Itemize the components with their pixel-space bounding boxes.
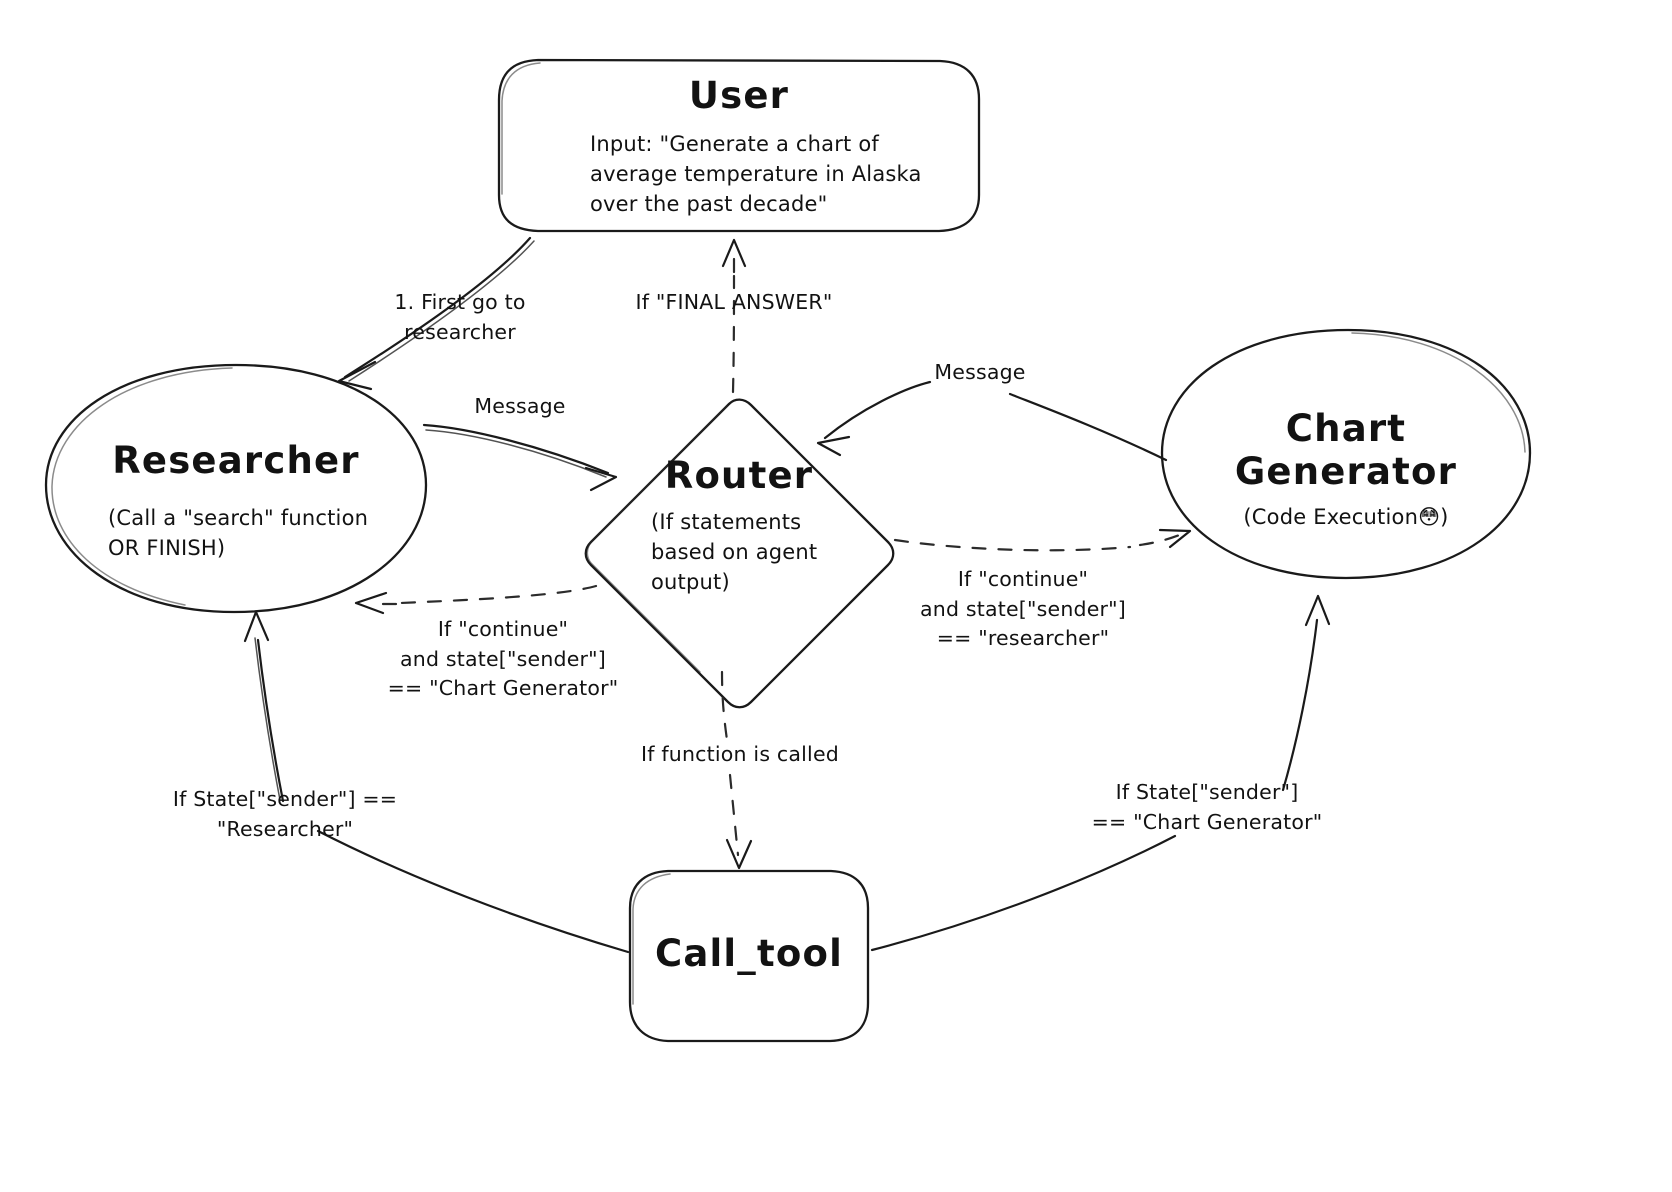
node-shape-chart-generator[interactable] [1160, 328, 1532, 580]
edge-label-router-to-calltool: If function is called [641, 742, 839, 766]
node-subtitle-router: (If statements based on agent output) [651, 510, 818, 594]
edge-router-to-chartgen [893, 528, 1192, 552]
node-shape-researcher[interactable] [44, 363, 428, 614]
node-title-chart-generator-line2: Generator [1234, 450, 1458, 493]
node-title-chart-generator-line1: Chart [1285, 407, 1407, 450]
edge-label-chartgen-to-router: Message [934, 360, 1026, 384]
edge-label-router-to-chartgen: If "continue" and state["sender"] == "re… [919, 567, 1126, 651]
edge-label-router-to-researcher: If "continue" and state["sender"] == "Ch… [387, 617, 619, 701]
edge-label-calltool-to-chartgen: If State["sender"] == "Chart Generator" [1091, 780, 1323, 834]
edge-calltool-to-researcher [243, 610, 630, 954]
edge-label-router-to-user: If "FINAL ANSWER" [635, 290, 833, 314]
edge-user-to-researcher [337, 236, 535, 391]
node-shape-user[interactable] [497, 58, 981, 233]
edge-router-to-user [721, 238, 747, 394]
node-subtitle-researcher: (Call a "search" function OR FINISH) [108, 506, 369, 560]
node-shape-call-tool[interactable] [628, 869, 870, 1043]
edge-label-user-to-researcher: 1. First go to researcher [394, 290, 526, 344]
node-title-researcher: Researcher [112, 439, 360, 482]
edge-router-to-researcher [354, 584, 598, 615]
edge-router-to-calltool [720, 670, 753, 870]
node-title-user: User [688, 74, 790, 117]
node-subtitle-user: Input: "Generate a chart of average temp… [590, 132, 922, 216]
edge-calltool-to-chartgen [870, 594, 1331, 952]
node-subtitle-chart-generator: (Code Execution😳) [1243, 505, 1449, 529]
edge-researcher-to-router [422, 423, 618, 492]
edge-chartgen-to-router [816, 380, 1168, 462]
node-title-call-tool: Call_tool [655, 932, 843, 975]
edge-label-calltool-to-researcher: If State["sender"] == "Researcher" [172, 787, 398, 841]
node-shape-router[interactable] [584, 398, 895, 709]
edge-label-researcher-to-router: Message [474, 394, 566, 418]
node-title-router: Router [664, 454, 814, 497]
